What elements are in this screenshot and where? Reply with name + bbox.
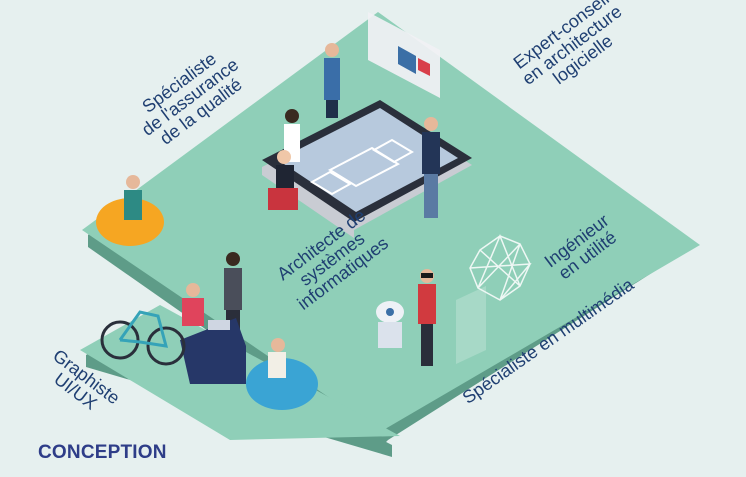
section-title: CONCEPTION	[38, 442, 167, 463]
person-beanbag2-body	[268, 352, 286, 378]
person-expert-body	[422, 132, 440, 174]
person-desk-head	[186, 283, 200, 297]
bicycle-wheel	[146, 326, 186, 366]
person-presenter-body	[324, 58, 340, 100]
person-vr-legs	[421, 324, 433, 366]
bicycle-wheel	[100, 320, 140, 360]
wireframe-network	[456, 234, 532, 364]
hologram-panel	[456, 286, 486, 364]
person-presenter-legs	[326, 100, 338, 118]
person-beanbag2-head	[271, 338, 285, 352]
robot-body	[378, 322, 402, 348]
person-expert-head	[424, 117, 438, 131]
wireframe-box	[372, 138, 414, 164]
chair-red	[268, 188, 298, 210]
people	[96, 43, 440, 410]
person-qa-head	[285, 109, 299, 123]
wireframe-box	[327, 146, 401, 188]
beanbag-yellow	[96, 198, 164, 246]
desk-navy	[180, 318, 246, 384]
person-architect-head	[226, 252, 240, 266]
robot-eye	[386, 308, 394, 316]
panel-window-red	[418, 58, 430, 76]
vr-headset	[421, 273, 433, 278]
person-beanbag-body	[124, 190, 142, 220]
laptop	[208, 320, 230, 330]
person-beanbag-head	[126, 175, 140, 189]
tablet-screen	[278, 108, 458, 212]
person-seated-head	[277, 150, 291, 164]
wireframe-box	[310, 170, 352, 196]
person-presenter-head	[325, 43, 339, 57]
person-vr-body	[418, 284, 436, 324]
person-expert-legs	[424, 174, 438, 218]
floating-ui-panel	[368, 12, 440, 98]
network-lines	[469, 234, 532, 301]
person-desk-body	[182, 298, 204, 326]
person-architect-body	[224, 268, 242, 310]
bicycle-frame	[118, 310, 169, 348]
beanbag-blue	[246, 358, 318, 410]
tablet-table	[262, 100, 472, 238]
panel-window-blue	[398, 46, 416, 74]
